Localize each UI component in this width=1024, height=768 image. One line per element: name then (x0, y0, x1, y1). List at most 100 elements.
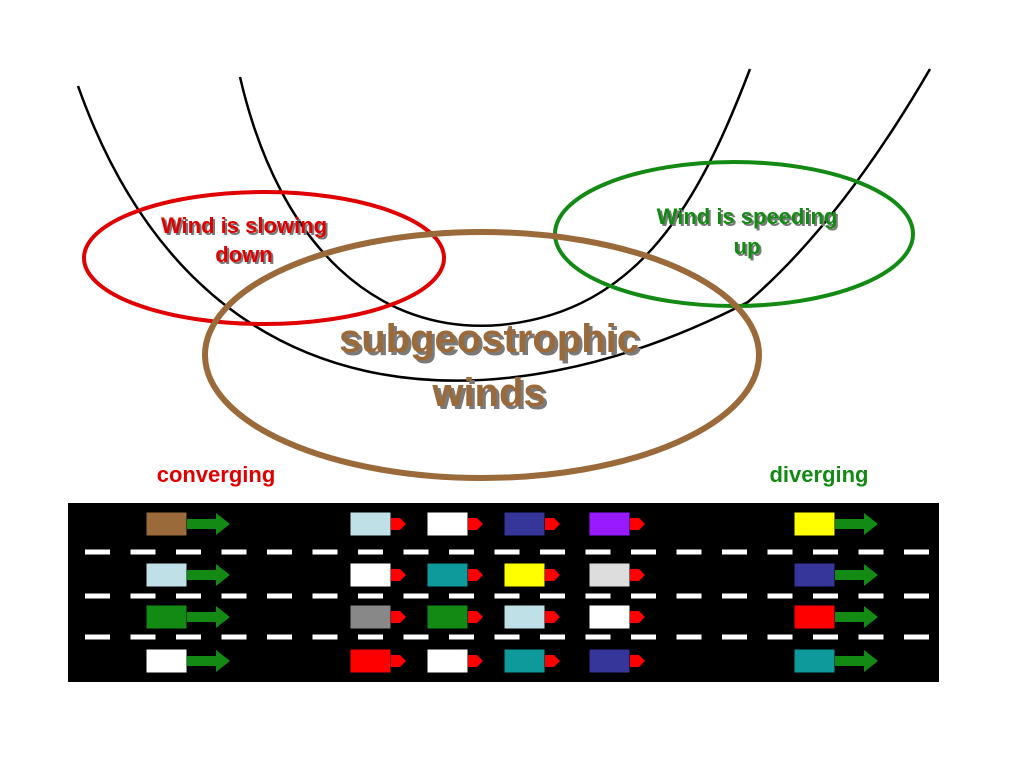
car-body (588, 511, 631, 537)
lane-dash (722, 634, 747, 640)
car-body (503, 562, 546, 588)
car-body (426, 648, 469, 674)
lane-dash (358, 549, 383, 555)
car (145, 648, 230, 674)
car (793, 604, 878, 630)
lane-dash (85, 593, 110, 599)
lane-dash (130, 549, 156, 555)
lane-dash (130, 634, 156, 640)
car (349, 562, 406, 588)
lane-dash (176, 593, 201, 599)
car-body (588, 604, 631, 630)
lane-dash (858, 549, 884, 555)
slow-arrow-icon (630, 655, 645, 667)
lane-dash (676, 634, 702, 640)
car-body (588, 562, 631, 588)
car (503, 648, 560, 674)
slow-arrow-icon (468, 518, 483, 530)
lane-dash (85, 634, 110, 640)
car (426, 604, 483, 630)
lane-dash (312, 593, 338, 599)
car-body (349, 511, 392, 537)
car (793, 511, 878, 537)
lane-dash (267, 549, 292, 555)
slow-arrow-icon (545, 655, 560, 667)
car (426, 648, 483, 674)
car (793, 648, 878, 674)
fast-arrow-icon (187, 564, 230, 586)
fast-arrow-icon (187, 606, 230, 628)
car-body (426, 511, 469, 537)
car (349, 604, 406, 630)
lane-dash (130, 593, 156, 599)
lane-dash (540, 593, 565, 599)
car (588, 604, 645, 630)
fast-arrow-icon (187, 650, 230, 672)
fast-arrow-icon (835, 650, 878, 672)
lane-dash (221, 549, 247, 555)
car (588, 511, 645, 537)
car-body (793, 604, 836, 630)
lane-dash (813, 634, 838, 640)
car-body (145, 648, 188, 674)
lane-dash (767, 593, 793, 599)
slow-arrow-icon (630, 569, 645, 581)
diverging-label: diverging (769, 462, 868, 487)
lane-dash (449, 634, 474, 640)
speeding-label: Wind is speeding up Wind is speeding up (657, 204, 840, 261)
car (503, 604, 560, 630)
slow-arrow-icon (545, 518, 560, 530)
car-body (793, 562, 836, 588)
car-body (503, 604, 546, 630)
lane-dash (767, 634, 793, 640)
svg-text:up: up (736, 236, 763, 261)
car (793, 562, 878, 588)
fast-arrow-icon (835, 513, 878, 535)
lane-dash (540, 634, 565, 640)
lane-dash (494, 634, 520, 640)
svg-text:subgeostrophic: subgeostrophic (342, 320, 642, 364)
lane-dash (813, 549, 838, 555)
lane-dash (449, 549, 474, 555)
car-body (349, 562, 392, 588)
lane-dash (858, 593, 884, 599)
car (349, 648, 406, 674)
svg-text:subgeostrophic: subgeostrophic (339, 317, 639, 361)
lane-dash (312, 634, 338, 640)
car-body (145, 511, 188, 537)
lane-dash (631, 549, 656, 555)
car (145, 604, 230, 630)
lane-dash (904, 549, 929, 555)
lane-dash (722, 593, 747, 599)
slow-arrow-icon (468, 569, 483, 581)
lane-dash (85, 549, 110, 555)
lane-dash (904, 593, 929, 599)
car (503, 511, 560, 537)
lane-dash (585, 549, 611, 555)
fast-arrow-icon (187, 513, 230, 535)
slowing-ellipse (82, 190, 446, 326)
car (503, 562, 560, 588)
subgeostrophic-ellipse (202, 229, 762, 481)
lane-dash (358, 634, 383, 640)
slow-arrow-icon (545, 569, 560, 581)
fast-arrow-icon (835, 606, 878, 628)
lane-markings (85, 549, 929, 640)
lane-dash (221, 634, 247, 640)
slow-arrow-icon (630, 611, 645, 623)
svg-text:Wind is slowing: Wind is slowing (161, 213, 327, 238)
lane-dash (767, 549, 793, 555)
lane-dash (585, 634, 611, 640)
svg-text:Wind is speeding: Wind is speeding (657, 204, 838, 229)
slow-arrow-icon (391, 611, 406, 623)
lane-dash (403, 634, 429, 640)
car-body (793, 511, 836, 537)
lane-dash (221, 593, 247, 599)
lane-dash (176, 549, 201, 555)
slow-arrow-icon (391, 518, 406, 530)
car (588, 648, 645, 674)
svg-text:Wind is slowing: Wind is slowing (163, 215, 329, 240)
svg-text:winds: winds (431, 371, 545, 415)
car (349, 511, 406, 537)
traffic-cars (145, 511, 878, 674)
